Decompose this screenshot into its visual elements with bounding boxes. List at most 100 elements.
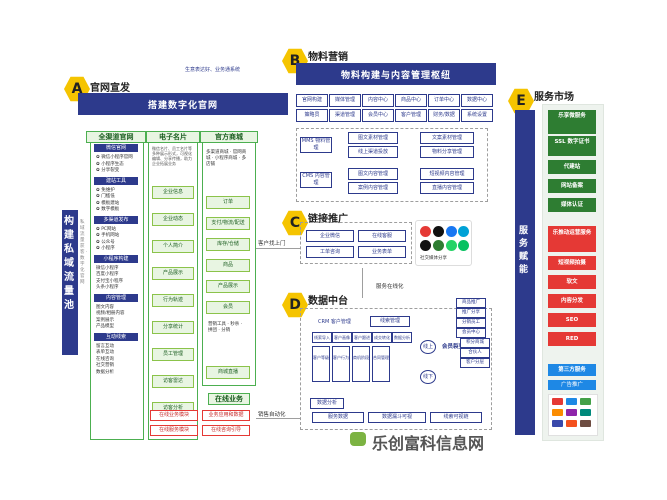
cms-item-1[interactable]: 图文内容管理 (348, 168, 398, 180)
bilibili-icon[interactable] (458, 226, 469, 237)
c-item-2[interactable]: 在线客服 (358, 230, 406, 242)
b-module[interactable]: 客户管理 (395, 109, 427, 122)
d-right-item[interactable]: 会员中心 (456, 328, 486, 338)
d-frame (300, 308, 492, 430)
e-red-item[interactable]: 内容分发 (548, 294, 596, 308)
e-green-2[interactable]: 代建站 (548, 160, 596, 174)
b-module[interactable]: 策略员 (296, 109, 328, 122)
d-col-head[interactable]: 数据分析 (392, 332, 412, 343)
col1-item: ✿ 免维护 (96, 187, 115, 193)
col1-item: ✿ 数字模板 (96, 207, 120, 212)
lead-management[interactable]: 线索管理 (370, 316, 410, 327)
official-mall-intro: 多渠道商城 · 官网商城 · 小程序商城 · 多店铺 (206, 150, 247, 167)
col1-item: 图文内容 (96, 304, 114, 310)
d-col-head[interactable]: 成交转化 (372, 332, 392, 343)
e-red-item[interactable]: 软文 (548, 275, 596, 289)
d-mid-online[interactable]: 线上 (420, 340, 436, 354)
business-card-item[interactable]: 访客雷达 (152, 375, 194, 388)
online-item-1[interactable]: 在线业务模块 (150, 410, 198, 421)
cms-right-1[interactable]: 短视频内容管理 (420, 168, 474, 180)
d-col-sub[interactable]: 客户行为 (332, 346, 350, 382)
col1-item: ✿ 小程序 (96, 246, 115, 251)
d-right-item[interactable]: 推广分享 (456, 308, 486, 318)
mms-right-2[interactable]: 物料分享管理 (420, 146, 474, 158)
mall-item[interactable]: 商品 (206, 259, 250, 272)
e-green-1[interactable]: SSL 数字证书 (548, 136, 596, 156)
e-green-4[interactable]: 媒体认证 (548, 198, 596, 212)
x-icon[interactable] (420, 240, 431, 251)
col1-group-head: 内容管理 (94, 293, 138, 302)
facebook-icon[interactable] (446, 226, 457, 237)
d-mid-offline[interactable]: 线下 (420, 370, 436, 384)
business-card-item[interactable]: 员工管理 (152, 348, 194, 361)
weixin-icon[interactable] (433, 240, 444, 251)
col1-item: 社交营销 (96, 363, 114, 368)
b-module[interactable]: 订单中心 (428, 94, 460, 107)
b-module[interactable]: 官网构建 (296, 94, 328, 107)
d-right-item[interactable]: 积分商城 (460, 338, 490, 348)
d-bottom-3[interactable]: 线索可视链 (430, 412, 482, 423)
section-e-title: 服务市场 (534, 92, 574, 103)
col1-item: 留言互动 (96, 343, 114, 349)
b-module[interactable]: 渠道管理 (329, 109, 361, 122)
b-module[interactable]: 数据中心 (461, 94, 493, 107)
d-right-item[interactable]: 分销员工 (456, 318, 486, 328)
ad-promo[interactable]: 广告推广 (548, 380, 596, 390)
b-module[interactable]: 媒体管理 (329, 94, 361, 107)
business-card-item[interactable]: 个人简介 (152, 240, 194, 253)
mms-item-1[interactable]: 图文素材管理 (348, 132, 398, 144)
d-col-sub[interactable]: 合同管理 (372, 346, 390, 382)
d-bottom-2[interactable]: 数据漏斗可视 (368, 412, 426, 423)
cms-right-2[interactable]: 直播内容管理 (420, 182, 474, 194)
online-item-4[interactable]: 在线咨询引导 (202, 425, 250, 436)
mms-item-2[interactable]: 线上渠道投放 (348, 146, 398, 158)
b-module[interactable]: 财务/数据 (428, 109, 460, 122)
d-col-sub[interactable]: 客户等级 (312, 346, 330, 382)
col1-item: ✿ 手机网站 (96, 233, 120, 238)
mms-right-1[interactable]: 文案素材管理 (420, 132, 474, 144)
b-module[interactable]: 商品中心 (395, 94, 427, 107)
weibo-icon[interactable] (420, 226, 431, 237)
service-empower-bar (515, 110, 535, 435)
business-card-item[interactable]: 产品展示 (152, 267, 194, 280)
cms-item-2[interactable]: 案例内容管理 (348, 182, 398, 194)
d-bottom-1[interactable]: 服务数据 (312, 412, 364, 423)
mall-item[interactable]: 产品展示 (206, 280, 250, 293)
b-module[interactable]: 内容中心 (362, 94, 394, 107)
business-card-item[interactable]: 企业信息 (152, 186, 194, 199)
business-card-item[interactable]: 企业动态 (152, 213, 194, 226)
c-item-3[interactable]: 工单咨询 (306, 246, 354, 258)
d-col-head[interactable]: 客户画像 (332, 332, 352, 343)
d-right-item[interactable]: 合伙人 (460, 348, 490, 358)
wechat-icon[interactable] (458, 240, 469, 251)
business-card-item[interactable]: 分享统计 (152, 321, 194, 334)
b-module[interactable]: 系统设置 (461, 109, 493, 122)
tiktok-icon[interactable] (433, 226, 444, 237)
d-right-item[interactable]: 客户分层 (460, 358, 490, 368)
e-red-item[interactable]: 短视频拍摄 (548, 256, 596, 270)
mall-item[interactable]: 库存/仓储 (206, 238, 250, 251)
mall-item[interactable]: 支付/物流/配送 (206, 217, 250, 230)
section-b-title: 物料营销 (308, 52, 348, 63)
online-item-2[interactable]: 业务应用和数据 (202, 410, 250, 421)
mall-live[interactable]: 商城直播 (206, 366, 250, 379)
d-col-head[interactable]: 线索导入 (312, 332, 332, 343)
business-card-item[interactable]: 行为轨迹 (152, 294, 194, 307)
c-item-4[interactable]: 业务表单 (358, 246, 406, 258)
d-col-head[interactable]: 客户跟进 (352, 332, 372, 343)
c-item-1[interactable]: 企业微信 (306, 230, 354, 242)
whatsapp-icon[interactable] (446, 240, 457, 251)
col1-item: 微信小程序 (96, 265, 119, 271)
d-col-sub[interactable]: 商机阶段 (352, 346, 370, 382)
e-red-item[interactable]: RED (548, 332, 596, 346)
analysis-box[interactable]: 数据分析 (310, 398, 344, 409)
online-item-3[interactable]: 在线服务模块 (150, 425, 198, 436)
col1-item: ✿ 分享裂变 (96, 168, 120, 173)
partner-logo-icon (566, 409, 577, 416)
mall-item[interactable]: 会员 (206, 301, 250, 314)
e-green-3[interactable]: 网站备案 (548, 179, 596, 193)
d-right-item[interactable]: 商品推广 (456, 298, 486, 308)
mall-item[interactable]: 订单 (206, 196, 250, 209)
b-module[interactable]: 会员中心 (362, 109, 394, 122)
e-red-item[interactable]: SEO (548, 313, 596, 327)
